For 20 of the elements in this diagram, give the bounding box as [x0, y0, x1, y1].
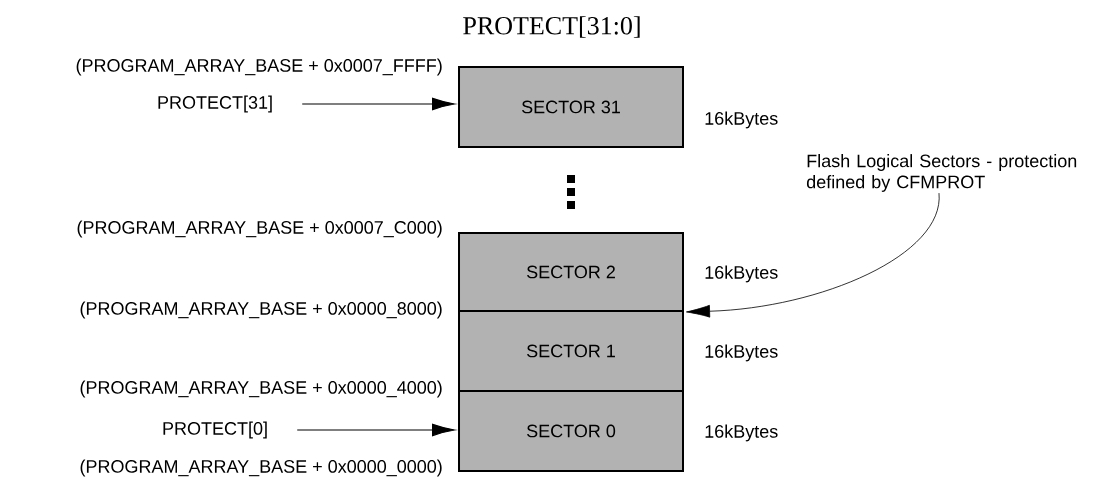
signal-label: PROTECT[31] [158, 95, 272, 113]
address-label: (PROGRAM_ARRAY_BASE + 0x0007_C000) [77, 220, 442, 238]
size-label: 16kBytes [705, 424, 778, 442]
size-label: 16kBytes [705, 344, 778, 362]
arrow [301, 97, 455, 111]
sector-box: SECTOR 1 [458, 310, 684, 392]
sector-box: SECTOR 0 [458, 390, 684, 472]
size-label: 16kBytes [705, 111, 778, 129]
sector-box: SECTOR 31 [458, 66, 684, 148]
size-label: 16kBytes [705, 265, 778, 283]
address-label: (PROGRAM_ARRAY_BASE + 0x0000_8000) [80, 301, 442, 319]
address-label: (PROGRAM_ARRAY_BASE + 0x0000_0000) [80, 459, 442, 477]
title: PROTECT[31:0] [463, 16, 640, 38]
leader-line [686, 192, 940, 318]
arrow [296, 423, 455, 437]
sector-box: SECTOR 2 [458, 232, 684, 312]
address-label: (PROGRAM_ARRAY_BASE + 0x0000_4000) [80, 380, 442, 398]
signal-label: PROTECT[0] [163, 421, 267, 439]
note-text: Flash Logical Sectors - protection defined by CFMPROT [806, 154, 1077, 192]
address-label: (PROGRAM_ARRAY_BASE + 0x0007_FFFF) [76, 58, 442, 76]
